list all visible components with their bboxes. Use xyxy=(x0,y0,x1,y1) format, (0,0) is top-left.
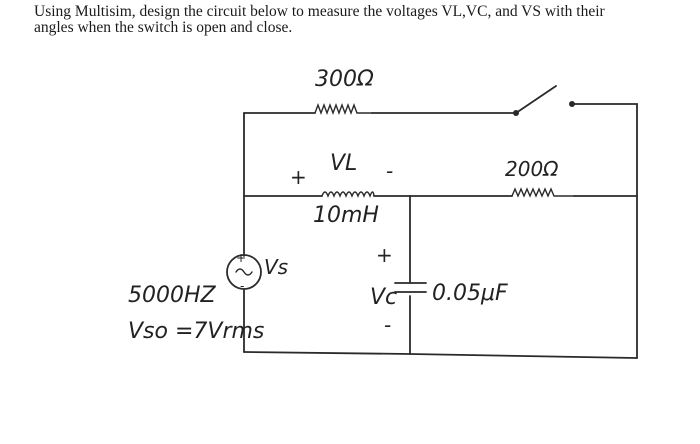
ac-source-icon: + - xyxy=(226,251,262,293)
circuit-wires xyxy=(243,103,638,359)
svg-text:+: + xyxy=(236,251,246,265)
vc-label: Vc xyxy=(370,285,397,310)
vl-minus-label: - xyxy=(386,159,393,183)
vl-label: VL xyxy=(330,151,357,176)
bottom-wire xyxy=(243,351,638,359)
inductor-label: 10mH xyxy=(313,203,379,228)
vl-plus-label: + xyxy=(290,165,307,189)
switch-icon[interactable] xyxy=(513,85,575,116)
resistor-200-icon xyxy=(511,187,575,198)
frequency-label: 5000HZ xyxy=(128,283,217,308)
vs-label: Vs xyxy=(264,255,288,279)
question-text: Using Multisim, design the circuit below… xyxy=(34,4,674,36)
question-line-1: Using Multisim, design the circuit below… xyxy=(34,3,605,20)
top-wire-right xyxy=(571,103,638,197)
capacitor-icon xyxy=(394,282,427,293)
r1-label: 300Ω xyxy=(315,67,374,92)
question-line-2: angles when the switch is open and close… xyxy=(34,19,293,36)
vc-plus-label: + xyxy=(376,243,393,267)
svg-text:-: - xyxy=(240,279,244,293)
resistor-300-icon xyxy=(314,103,373,115)
vso-label: Vso =7Vrms xyxy=(128,319,264,344)
vc-minus-label: - xyxy=(384,313,391,337)
capacitor-label: 0.05μF xyxy=(432,281,508,306)
inductor-icon xyxy=(321,191,375,198)
r2-label: 200Ω xyxy=(505,157,559,181)
